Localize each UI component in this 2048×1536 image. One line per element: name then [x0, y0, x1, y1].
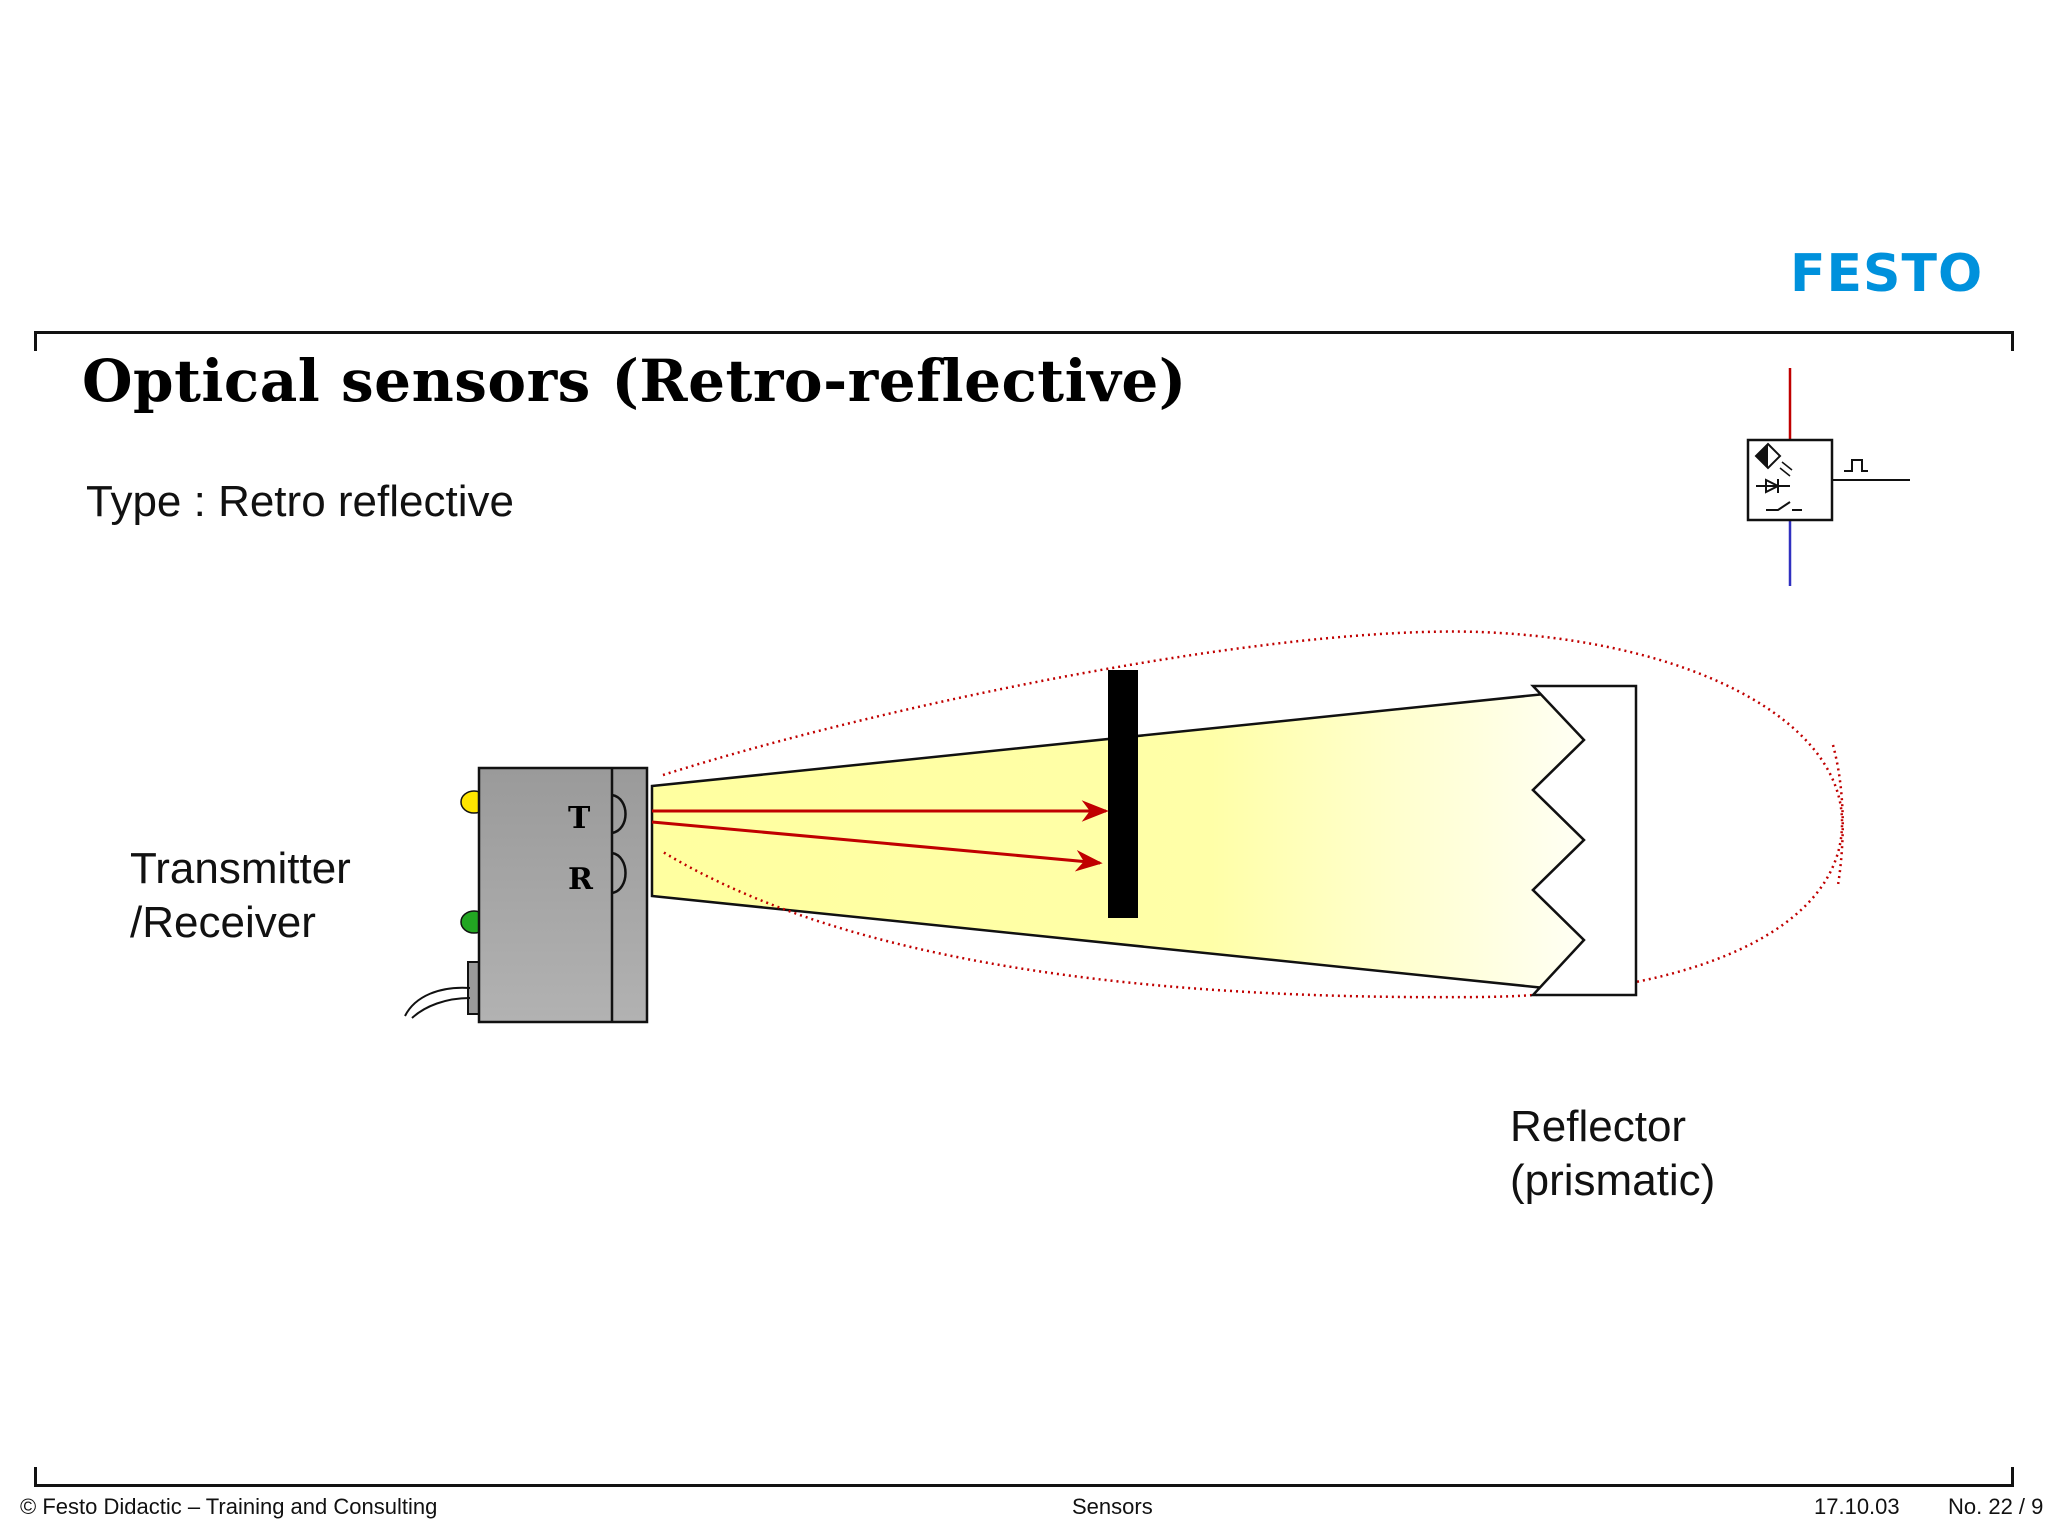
sensor-circuit-symbol	[1746, 368, 1910, 586]
sensor-cable	[404, 986, 471, 1017]
pulse-signal-icon	[1844, 459, 1868, 472]
transmitter-receiver-label: Transmitter /Receiver	[130, 844, 351, 947]
transmitter-letter: T	[568, 801, 591, 836]
transmitter-lens	[611, 793, 627, 835]
page-title: Optical sensors (Retro-reflective)	[82, 347, 1187, 415]
festo-logo: FESTO	[1790, 244, 1984, 304]
return-ray	[651, 820, 1103, 872]
sensor-type-subtitle: Type : Retro reflective	[86, 477, 514, 526]
sensor-housing	[477, 766, 649, 1024]
header-rule	[34, 331, 2014, 351]
detection-range-outline	[662, 630, 1844, 999]
footer-date: 17.10.03	[1814, 1494, 1900, 1519]
footer-topic: Sensors	[1072, 1494, 1153, 1519]
footer-copyright: © Festo Didactic – Training and Consulti…	[20, 1494, 438, 1519]
footer-page-number: No. 22 / 9	[1948, 1494, 2044, 1519]
prismatic-reflector-icon	[1530, 684, 1638, 997]
sensor-device: T R	[404, 766, 649, 1024]
reflector-label: Reflector (prismatic)	[1510, 1102, 1716, 1205]
receiver-lens	[611, 851, 627, 895]
switch-contact-icon	[1766, 501, 1802, 511]
footer-rule	[34, 1467, 2014, 1487]
receiver-letter: R	[568, 862, 594, 897]
blocking-object	[1108, 670, 1138, 918]
